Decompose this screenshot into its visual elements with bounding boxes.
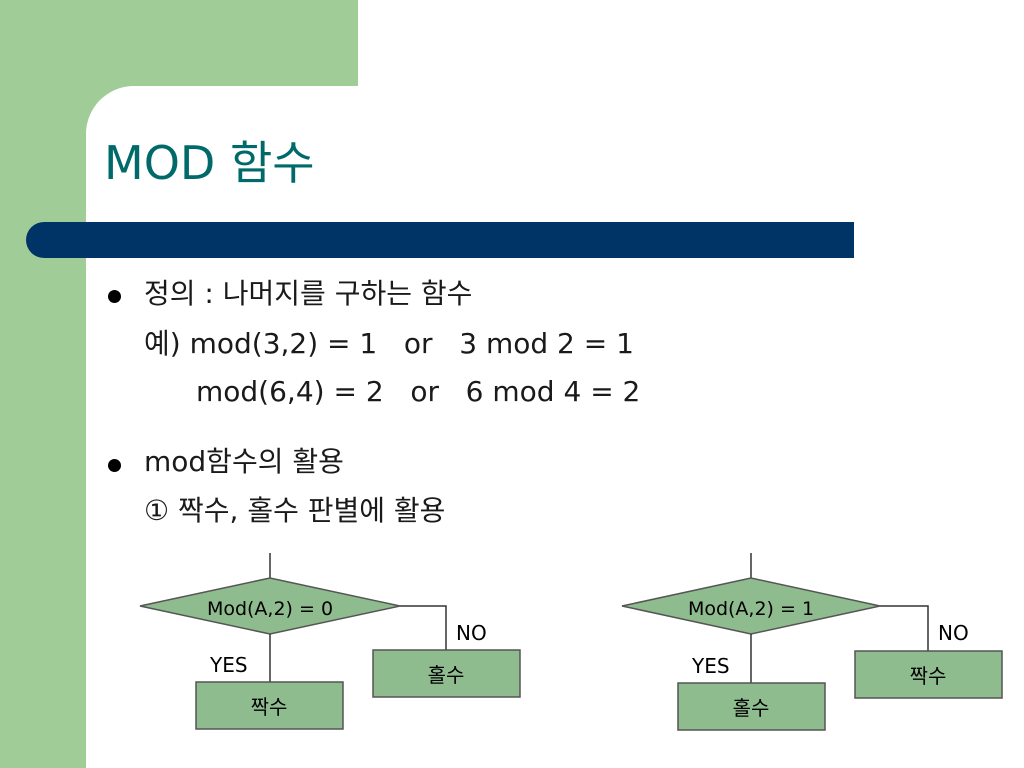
yes-result: 짝수 (251, 695, 288, 719)
no-connector (880, 605, 929, 651)
no-label: NO (456, 621, 487, 645)
no-result-box (854, 650, 1003, 699)
no-result: 홀수 (428, 663, 465, 687)
example-line-1: 예) mod(3,2) = 1 or 3 mod 2 = 1 (144, 327, 634, 360)
no-label: NO (938, 621, 969, 645)
yes-label: YES (691, 654, 730, 678)
decision-condition: Mod(A,2) = 1 (688, 598, 814, 620)
yes-label: YES (209, 653, 248, 677)
no-result: 짝수 (910, 664, 947, 688)
bullet-definition: 정의 : 나머지를 구하는 함수 (144, 277, 473, 310)
yes-result-box (677, 682, 826, 731)
example-line-2: mod(6,4) = 2 or 6 mod 4 = 2 (196, 375, 641, 408)
yes-result-box (195, 681, 344, 730)
bullet-icon (108, 290, 121, 303)
decision-condition: Mod(A,2) = 0 (207, 598, 333, 620)
no-result-box (372, 649, 521, 698)
flowchart-even-check: Mod(A,2) = 0 NO 홀수 YES 짝수 (139, 553, 521, 730)
flowchart-odd-check: Mod(A,2) = 1 NO 짝수 YES 홀수 (621, 553, 1003, 731)
no-connector (400, 605, 447, 650)
slide-title: MOD 함수 (104, 136, 315, 190)
usage-subline: ① 짝수, 홀수 판별에 활용 (144, 494, 446, 527)
yes-result: 홀수 (733, 696, 770, 720)
bullet-usage: mod함수의 활용 (144, 445, 344, 478)
bullet-icon (108, 459, 121, 472)
title-underline-bar (26, 222, 854, 258)
